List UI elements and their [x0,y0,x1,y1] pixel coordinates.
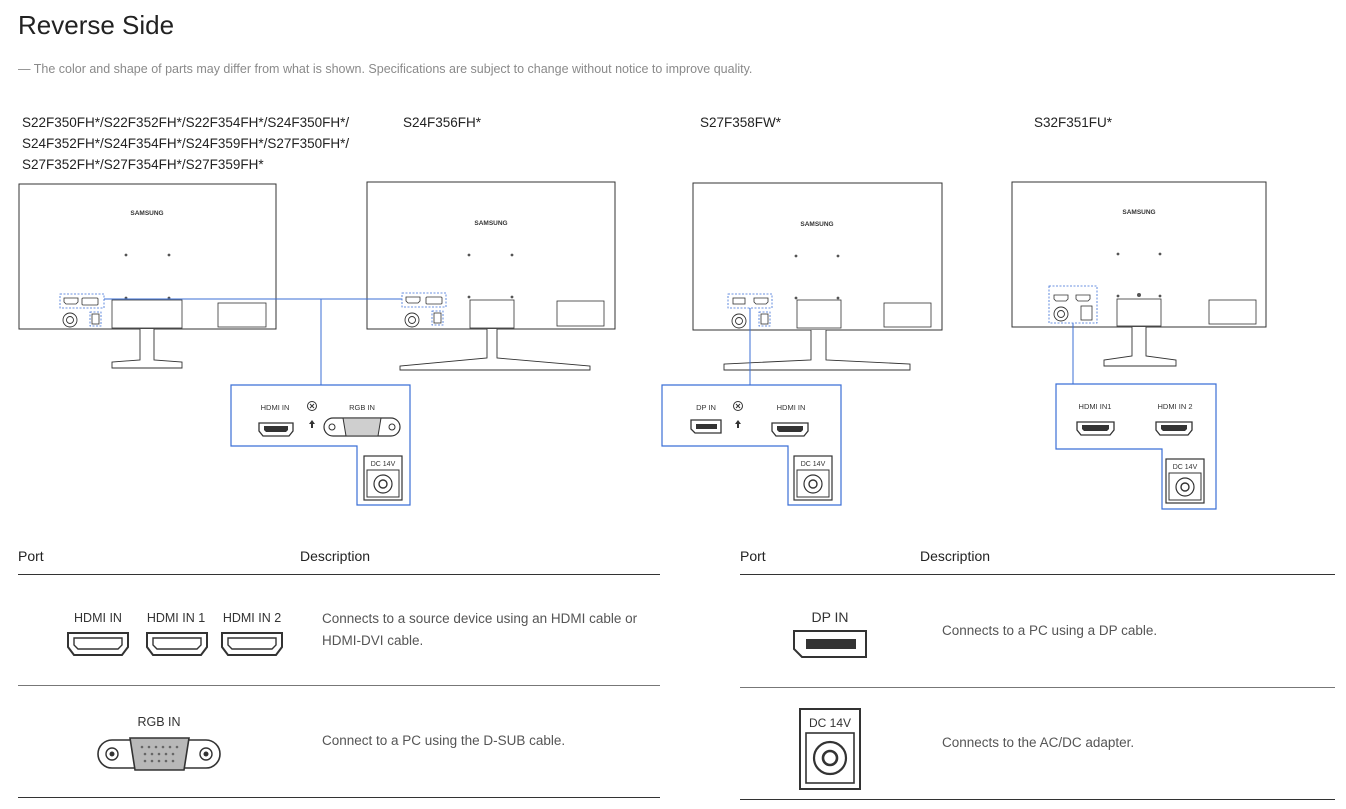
hdmi-in1-port-label: HDMI IN 1 [147,611,205,625]
left-table-row-rule [18,685,660,686]
dc-label: DC 14V [801,461,826,468]
callout-panel-1: HDMI IN RGB IN DC 14V [230,384,411,506]
rgb-in-port-label: RGB IN [137,715,180,729]
left-table-header-port: Port [18,548,44,564]
right-table-header-description: Description [920,548,991,564]
hdmi-in-label: HDMI IN [777,403,806,412]
rgb-in-label: RGB IN [349,403,375,412]
monitor-1-back: SAMSUNG [18,183,277,369]
dp-in-label: DP IN [696,403,716,412]
page-title: Reverse Side [18,10,175,40]
brand-logo: SAMSUNG [130,210,163,217]
right-table-header-rule [740,574,1335,575]
callout-panel-2: DP IN HDMI IN DC 14V [661,384,842,506]
rgb-port-illustration: RGB IN [97,715,221,771]
left-table-bottom-rule [18,797,660,798]
left-table-header-rule [18,574,660,575]
model-group-1: S22F350FH*/S22F352FH*/S22F354FH*/S24F350… [22,112,349,175]
monitor-4-back: SAMSUNG [1011,181,1267,384]
hdmi-in2-port-label: HDMI IN 2 [223,611,281,625]
callout-panel-3: HDMI IN1 HDMI IN 2 DC 14V [1055,383,1217,510]
monitor-3-back: SAMSUNG [692,182,943,385]
model-group-4: S32F351FU* [1034,115,1113,130]
hdmi-description: Connects to a source device using an HDM… [322,611,638,648]
brand-logo: SAMSUNG [800,221,833,228]
model-group-2: S24F356FH* [403,115,482,130]
hdmi-in2-label: HDMI IN 2 [1157,402,1192,411]
disclaimer-note: — The color and shape of parts may diffe… [18,62,753,76]
hdmi-in-label: HDMI IN [261,403,290,412]
right-table-header-port: Port [740,548,766,564]
hdmi-in1-label: HDMI IN1 [1079,402,1112,411]
monitor-2-back: SAMSUNG [366,181,616,371]
reverse-side-diagram: SAMSUNG SAMSUNG HDMI IN [18,181,1267,510]
model-group-3: S27F358FW* [700,115,782,130]
callout-connector-lines [104,298,402,385]
brand-logo: SAMSUNG [474,220,507,227]
model-line: S27F352FH*/S27F354FH*/S27F359FH* [22,157,264,172]
dc-port-illustration: DC 14V [799,708,861,790]
dc-label: DC 14V [1173,464,1198,471]
dc-label: DC 14V [371,461,396,468]
disclaimer-text: The color and shape of parts may differ … [33,62,753,76]
model-line: S22F350FH*/S22F352FH*/S22F354FH*/S24F350… [22,115,350,130]
rgb-description: Connect to a PC using the D-SUB cable. [322,733,566,748]
left-table-header-description: Description [300,548,371,564]
hdmi-in-port-label: HDMI IN [74,611,122,625]
right-table-row-rule [740,687,1335,688]
brand-logo: SAMSUNG [1122,209,1155,216]
right-table-bottom-rule [740,799,1335,800]
dp-port-illustration: DP IN [793,609,867,658]
model-line: S24F352FH*/S24F354FH*/S24F359FH*/S27F350… [22,136,350,151]
dp-in-port-label: DP IN [811,609,848,625]
dc-description: Connects to the AC/DC adapter. [942,735,1135,750]
dc-port-label: DC 14V [809,716,851,730]
dp-description: Connects to a PC using a DP cable. [942,623,1158,638]
hdmi-ports-illustration: HDMI IN HDMI IN 1 HDMI IN 2 [67,611,283,656]
